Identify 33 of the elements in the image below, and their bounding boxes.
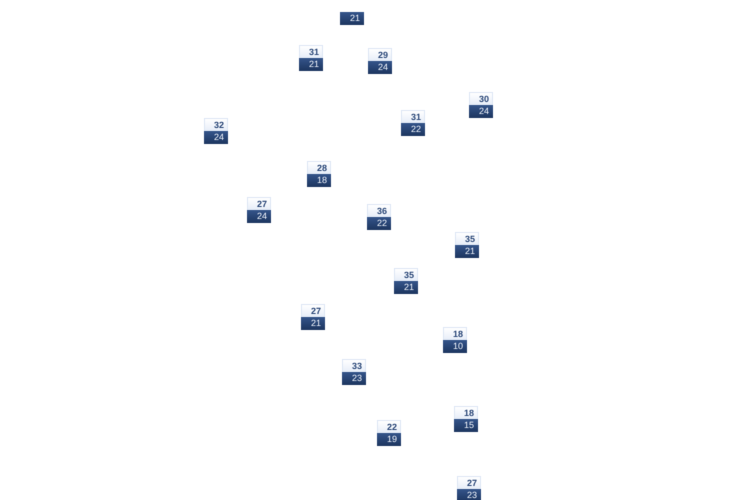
high-temperature: 27 [247,197,271,210]
low-temperature: 21 [299,58,323,71]
high-temperature: 27 [301,304,325,317]
low-temperature: 21 [455,245,479,258]
low-temperature: 19 [377,433,401,446]
low-temperature: 23 [457,489,481,500]
low-temperature: 15 [454,419,478,432]
low-temperature: 22 [401,123,425,136]
low-temperature: 24 [204,131,228,144]
low-temperature: 21 [394,281,418,294]
low-temperature: 22 [367,217,391,230]
low-temperature: 21 [340,12,364,25]
low-temperature: 18 [307,174,331,187]
low-temperature: 24 [247,210,271,223]
high-temperature: 36 [367,204,391,217]
low-temperature: 24 [469,105,493,118]
high-temperature: 31 [299,45,323,58]
low-temperature: 23 [342,372,366,385]
high-temperature: 22 [377,420,401,433]
low-temperature: 21 [301,317,325,330]
high-temperature: 18 [443,327,467,340]
high-temperature: 35 [455,232,479,245]
high-temperature: 30 [469,92,493,105]
high-temperature: 28 [307,161,331,174]
high-temperature: 31 [401,110,425,123]
high-temperature: 29 [368,48,392,61]
high-temperature: 32 [204,118,228,131]
high-temperature: 27 [457,476,481,489]
high-temperature: 33 [342,359,366,372]
high-temperature: 35 [394,268,418,281]
low-temperature: 10 [443,340,467,353]
high-temperature: 18 [454,406,478,419]
low-temperature: 24 [368,61,392,74]
